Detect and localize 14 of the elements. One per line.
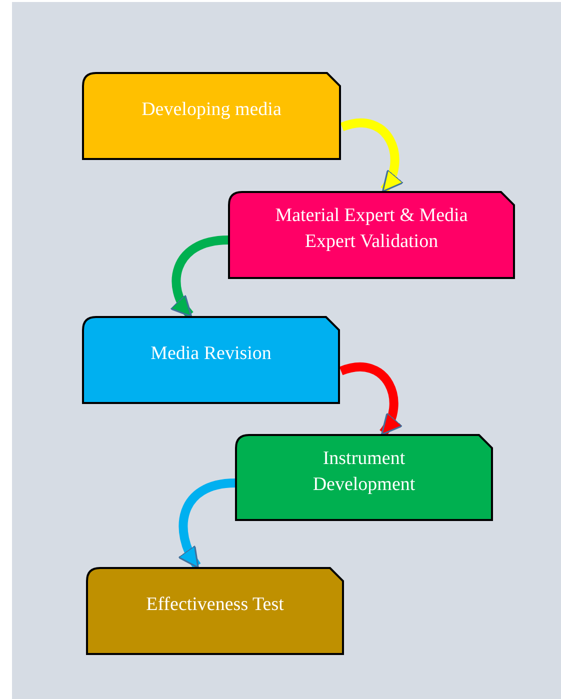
curved-arrow: [178, 478, 236, 568]
step-label: Developing media: [142, 98, 282, 122]
curved-arrow: [340, 362, 402, 436]
process-box: [82, 72, 341, 160]
step-label: Material Expert & Media Expert Validation: [274, 204, 469, 254]
step-label: Instrument Development: [312, 447, 416, 497]
process-box: [228, 191, 515, 279]
curved-arrow: [170, 236, 228, 318]
process-box: [235, 434, 493, 521]
process-box: [82, 316, 340, 404]
curved-arrow: [340, 118, 404, 192]
step-label: Effectiveness Test: [146, 593, 284, 617]
process-box: [86, 567, 344, 655]
step-label: Media Revision: [150, 342, 272, 366]
